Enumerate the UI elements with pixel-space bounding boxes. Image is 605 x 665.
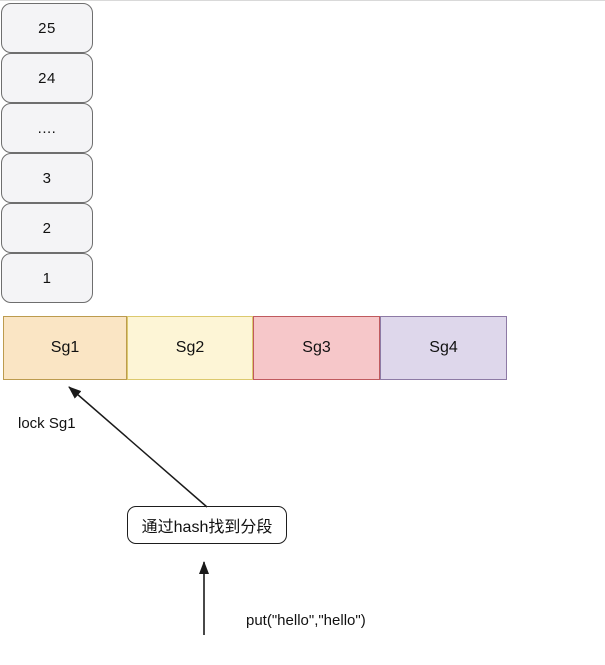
segment-sg3: Sg3 bbox=[253, 316, 380, 380]
segment-label: Sg3 bbox=[302, 339, 331, 356]
segment-label: Sg1 bbox=[50, 339, 80, 356]
bucket-box: 1 bbox=[1, 253, 93, 303]
bucket-label: 1 bbox=[42, 269, 52, 287]
segment-label: Sg2 bbox=[175, 339, 205, 356]
segment-sg2: Sg2 bbox=[127, 316, 253, 380]
bucket-box: 24 bbox=[1, 53, 93, 103]
segment-sg1: Sg1 bbox=[3, 316, 127, 380]
bucket-label: 3 bbox=[42, 169, 52, 187]
segment-label: Sg4 bbox=[429, 339, 458, 356]
hash-box: 通过hash找到分段 bbox=[127, 506, 287, 544]
put-call-label: put("hello","hello") bbox=[246, 612, 366, 629]
hash-box-label: 通过hash找到分段 bbox=[141, 519, 273, 536]
top-edge-line bbox=[0, 0, 605, 1]
segment-sg4: Sg4 bbox=[380, 316, 507, 380]
bucket-label: 24 bbox=[38, 69, 56, 87]
bucket-label: 25 bbox=[38, 19, 56, 37]
bucket-label: 2 bbox=[42, 219, 52, 237]
bucket-box: 25 bbox=[1, 3, 93, 53]
lock-label: lock Sg1 bbox=[18, 415, 76, 432]
hash-to-segment-arrow bbox=[68, 386, 208, 508]
bucket-box: 3 bbox=[1, 153, 93, 203]
bucket-label: .... bbox=[37, 119, 57, 137]
bucket-box: 2 bbox=[1, 203, 93, 253]
bucket-box: .... bbox=[1, 103, 93, 153]
